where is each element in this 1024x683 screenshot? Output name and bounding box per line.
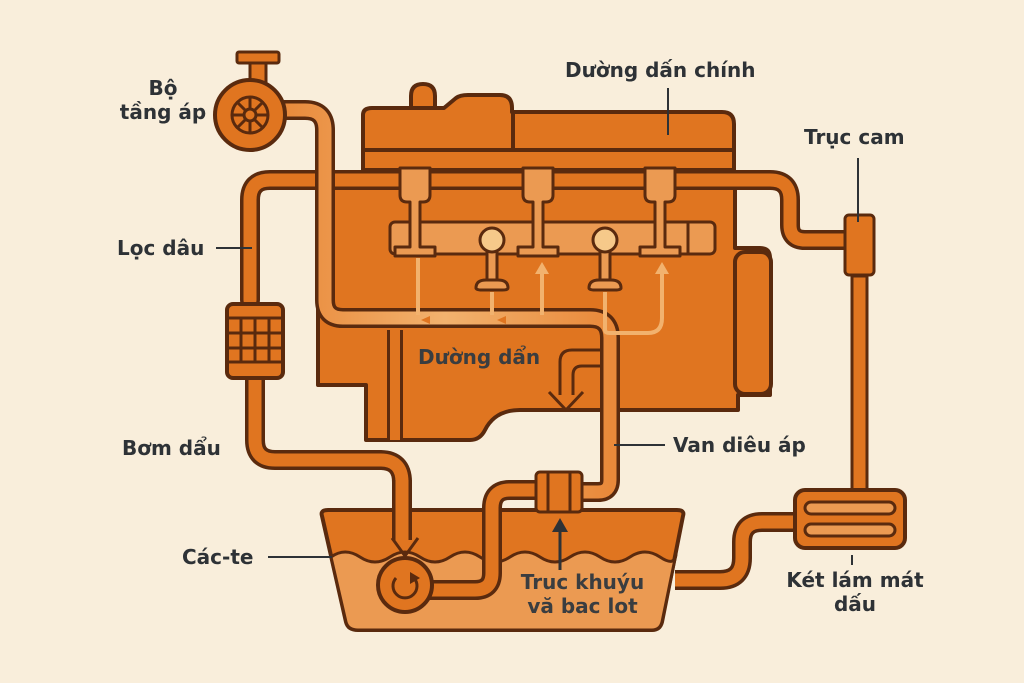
label-camshaft: Trục cam bbox=[804, 125, 905, 149]
label-turbocharger-line1: Bộ bbox=[148, 76, 178, 100]
leader-lines bbox=[216, 88, 859, 565]
oil-cooler bbox=[793, 488, 907, 550]
oil-pump bbox=[376, 556, 434, 614]
camshaft bbox=[843, 213, 876, 496]
flow-arrowheads bbox=[535, 262, 669, 274]
label-oil-pump: Bơm dẩu bbox=[122, 436, 221, 460]
main-gallery-pipe bbox=[240, 170, 860, 310]
label-gallery: Dường dẩn bbox=[418, 345, 541, 369]
label-oil-cooler: Két lám mát dấu bbox=[780, 568, 930, 616]
engine-block bbox=[316, 81, 773, 442]
label-main-gallery: Dường dấn chính bbox=[565, 58, 756, 82]
oil-filter bbox=[225, 302, 285, 380]
camshaft-rocker-bar bbox=[388, 220, 717, 256]
crankshaft-up-arrow bbox=[552, 518, 568, 570]
oil-flow-lines bbox=[416, 258, 664, 335]
label-crankshaft: Truc khuýu vă bac lot bbox=[505, 570, 660, 618]
label-turbocharger: Bộ tầng áp bbox=[108, 76, 218, 124]
gallery-down-arrow bbox=[547, 348, 600, 413]
label-oil-filter: Lọc dâu bbox=[117, 236, 205, 260]
label-pressure-valve: Van diêu áp bbox=[673, 433, 806, 457]
lifters bbox=[474, 226, 623, 292]
label-turbocharger-line2: tầng áp bbox=[119, 100, 207, 124]
small-flow-arrows bbox=[421, 316, 506, 324]
label-crankshaft-line2: vă bac lot bbox=[527, 594, 638, 618]
label-oil-cooler-line1: Két lám mát bbox=[786, 568, 924, 592]
valves bbox=[393, 166, 682, 258]
turbocharger bbox=[213, 50, 287, 152]
label-oil-cooler-line2: dấu bbox=[833, 592, 877, 616]
label-crankshaft-line1: Truc khuýu bbox=[520, 570, 645, 594]
label-oil-pan: Các-te bbox=[182, 545, 254, 569]
crankshaft-bearing bbox=[534, 470, 584, 514]
